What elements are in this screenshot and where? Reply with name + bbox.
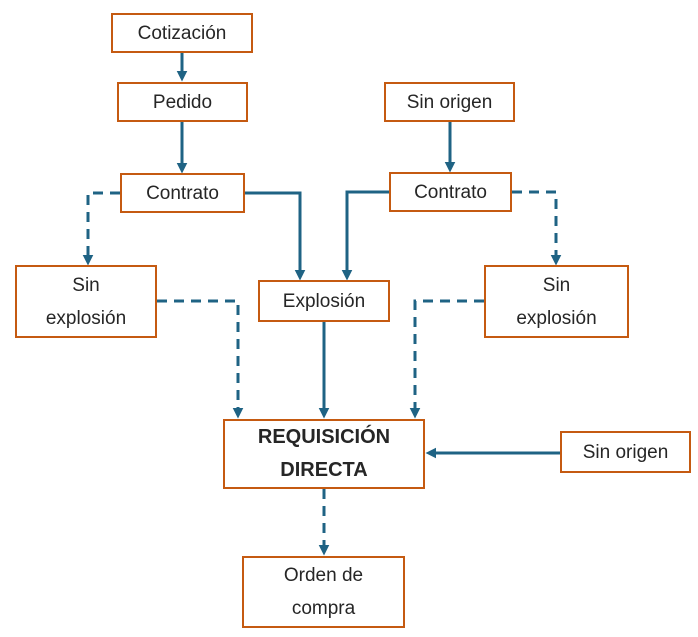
edge-contrato-der-explosion — [341, 190, 389, 281]
node-sin-origen-superior: Sin origen — [384, 82, 515, 122]
node-sin-explosion-derecha: Sin explosión — [484, 265, 629, 338]
node-sin-explosion-izquierda: Sin explosión — [15, 265, 157, 338]
node-sin-origen-derecha: Sin origen — [560, 431, 691, 473]
edge-contrato-der-sin-explosion — [512, 190, 562, 266]
edge-contrato-izq-sin-explosion — [82, 191, 120, 266]
node-explosion: Explosión — [258, 280, 390, 322]
node-contrato-izquierda: Contrato — [120, 173, 245, 213]
edge-sin-explosion-izq-requisicion — [157, 299, 244, 419]
node-contrato-derecha: Contrato — [389, 172, 512, 212]
node-requisicion-directa: REQUISICIÓN DIRECTA — [223, 419, 425, 489]
edge-contrato-izq-explosion — [245, 191, 306, 281]
node-pedido: Pedido — [117, 82, 248, 122]
node-cotizacion: Cotización — [111, 13, 253, 53]
edge-sin-explosion-der-requisicion — [409, 299, 484, 419]
node-orden-de-compra: Orden de compra — [242, 556, 405, 628]
